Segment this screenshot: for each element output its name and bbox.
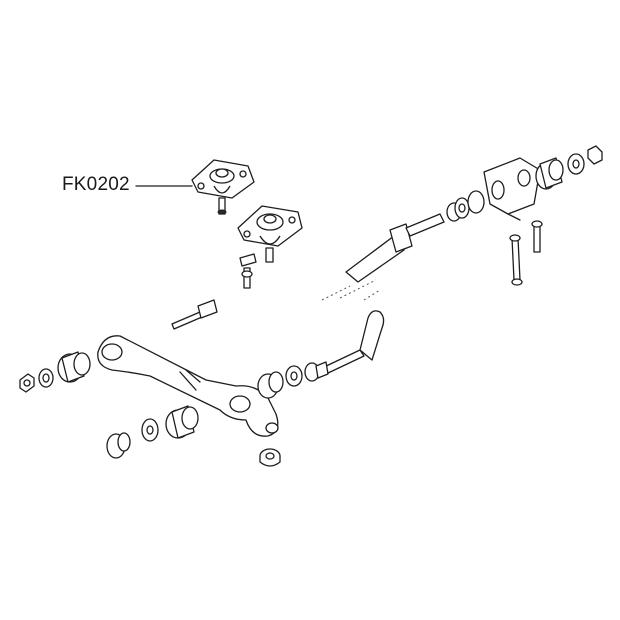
mounting-bracket[interactable] [483, 157, 541, 221]
ball-joint-stud[interactable] [239, 253, 257, 289]
left-bushing[interactable] [57, 351, 91, 383]
bracket-washer[interactable] [567, 153, 585, 175]
castle-nut[interactable] [259, 448, 281, 467]
guide-line-2 [339, 279, 377, 299]
guide-line-3 [363, 289, 381, 301]
bushing-large[interactable] [165, 405, 199, 439]
lower-ball-joint[interactable] [237, 205, 303, 263]
lower-control-arm[interactable] [97, 335, 279, 437]
bushing-small[interactable] [106, 432, 131, 459]
left-washer[interactable] [38, 368, 54, 388]
washer-center[interactable] [141, 418, 159, 442]
vertical-bolt-right[interactable] [531, 220, 543, 253]
strut-bushing-stack[interactable] [257, 361, 329, 399]
long-bolt[interactable] [171, 299, 218, 330]
bracket-bushing[interactable] [535, 157, 564, 190]
guide-line-1 [321, 285, 351, 301]
part-number-label: FK0202 [62, 174, 130, 195]
left-nut[interactable] [19, 373, 35, 393]
bracket-nut[interactable] [587, 145, 603, 165]
upper-rod[interactable] [345, 213, 445, 283]
upper-bushing-stack[interactable] [446, 190, 485, 222]
upper-ball-joint[interactable] [191, 159, 255, 215]
tension-strut[interactable] [321, 310, 385, 375]
vertical-bolt-left[interactable] [509, 234, 523, 286]
